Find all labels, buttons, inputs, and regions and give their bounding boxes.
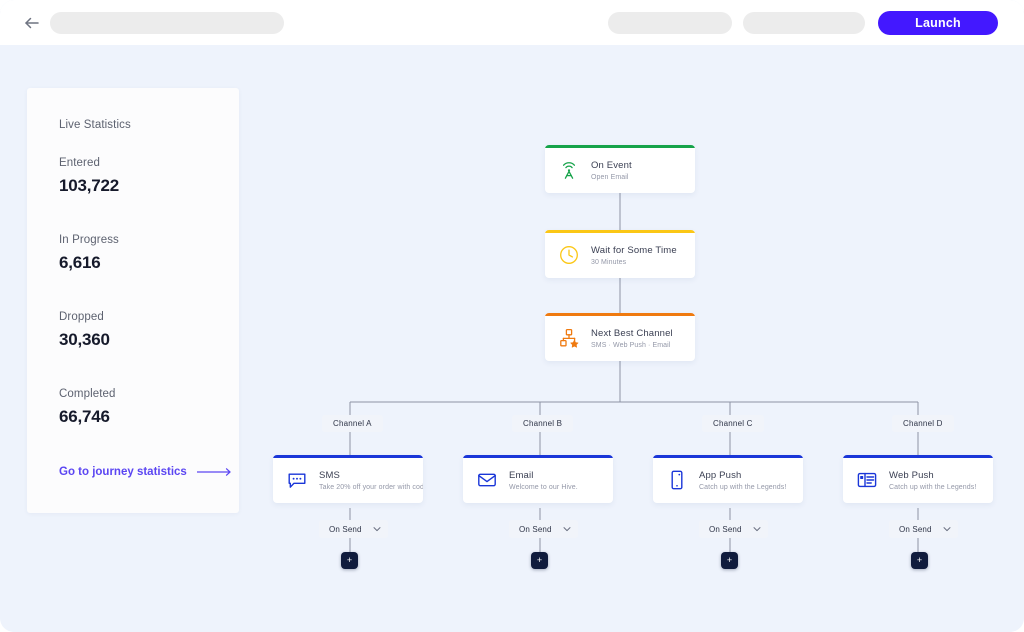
- arrow-right-long-icon: [196, 467, 233, 477]
- chat-bubble-icon: [286, 469, 308, 491]
- add-step-button-b[interactable]: +: [531, 552, 548, 569]
- stat-completed: Completed 66,746: [59, 388, 116, 427]
- channel-label-a: Channel A: [322, 415, 383, 432]
- node-subtitle: SMS · Web Push · Email: [591, 341, 671, 349]
- on-send-dropdown-d[interactable]: On Send: [889, 520, 958, 538]
- stat-value: 6,616: [59, 253, 101, 272]
- on-send-label: On Send: [899, 524, 932, 534]
- channel-label-d: Channel D: [892, 415, 954, 432]
- stat-label: Completed: [59, 388, 116, 400]
- node-title: Next Best Channel: [591, 327, 673, 339]
- flow-node-email[interactable]: Email Welcome to our Hive.: [463, 455, 613, 503]
- stat-label: Dropped: [59, 311, 104, 323]
- stat-entered: Entered 103,722: [59, 157, 119, 196]
- flow-node-app-push[interactable]: App Push Catch up with the Legends!: [653, 455, 803, 503]
- node-accent-bar: [463, 455, 613, 458]
- panel-title: Live Statistics: [59, 119, 131, 131]
- stat-value: 103,722: [59, 176, 120, 195]
- on-send-dropdown-c[interactable]: On Send: [699, 520, 768, 538]
- channel-label-b: Channel B: [512, 415, 574, 432]
- node-subtitle: Welcome to our Hive.: [509, 483, 578, 491]
- flow-node-on-event[interactable]: On Event Open Email: [545, 145, 695, 193]
- on-send-label: On Send: [329, 524, 362, 534]
- stat-dropped: Dropped 30,360: [59, 311, 110, 350]
- node-title: Web Push: [889, 469, 934, 481]
- node-accent-bar: [273, 455, 423, 458]
- add-step-button-a[interactable]: +: [341, 552, 358, 569]
- node-accent-bar: [545, 313, 695, 316]
- journey-canvas[interactable]: Live Statistics Entered 103,722 In Progr…: [0, 45, 1024, 632]
- node-title: Email: [509, 469, 534, 481]
- launch-button[interactable]: Launch: [878, 11, 998, 35]
- journey-name-placeholder[interactable]: [50, 12, 284, 34]
- browser-window-icon: [856, 469, 878, 491]
- flow-node-sms[interactable]: SMS Take 20% off your order with code ..…: [273, 455, 423, 503]
- back-arrow-icon[interactable]: [22, 13, 42, 33]
- stat-label: Entered: [59, 157, 100, 169]
- go-to-journey-statistics-link[interactable]: Go to journey statistics: [59, 466, 233, 478]
- stat-value: 66,746: [59, 407, 110, 426]
- toolbar-placeholder-1[interactable]: [608, 12, 732, 34]
- branch-star-icon: [558, 327, 580, 349]
- chevron-down-icon: [943, 525, 951, 533]
- on-send-dropdown-a[interactable]: On Send: [319, 520, 388, 538]
- node-title: App Push: [699, 469, 742, 481]
- on-send-label: On Send: [519, 524, 552, 534]
- node-title: Wait for Some Time: [591, 244, 677, 256]
- on-send-label: On Send: [709, 524, 742, 534]
- node-accent-bar: [545, 230, 695, 233]
- live-statistics-panel: Live Statistics Entered 103,722 In Progr…: [27, 88, 239, 513]
- node-subtitle: Catch up with the Legends!: [699, 483, 787, 491]
- mobile-phone-icon: [666, 469, 688, 491]
- node-subtitle: Open Email: [591, 173, 629, 181]
- channel-label-c: Channel C: [702, 415, 764, 432]
- stat-label: In Progress: [59, 234, 119, 246]
- node-accent-bar: [545, 145, 695, 148]
- clock-icon: [558, 244, 580, 266]
- stat-value: 30,360: [59, 330, 110, 349]
- chevron-down-icon: [563, 525, 571, 533]
- flow-node-web-push[interactable]: Web Push Catch up with the Legends!: [843, 455, 993, 503]
- node-title: On Event: [591, 159, 632, 171]
- top-bar: Launch: [0, 0, 1024, 45]
- add-step-button-c[interactable]: +: [721, 552, 738, 569]
- on-send-dropdown-b[interactable]: On Send: [509, 520, 578, 538]
- node-accent-bar: [653, 455, 803, 458]
- add-step-button-d[interactable]: +: [911, 552, 928, 569]
- node-subtitle: 30 Minutes: [591, 258, 627, 266]
- node-accent-bar: [843, 455, 993, 458]
- chevron-down-icon: [753, 525, 761, 533]
- link-label: Go to journey statistics: [59, 466, 187, 478]
- flow-node-wait-for-some-time[interactable]: Wait for Some Time 30 Minutes: [545, 230, 695, 278]
- node-subtitle: Take 20% off your order with code ...: [319, 483, 423, 491]
- chevron-down-icon: [373, 525, 381, 533]
- stat-in-progress: In Progress 6,616: [59, 234, 119, 273]
- flow-node-next-best-channel[interactable]: Next Best Channel SMS · Web Push · Email: [545, 313, 695, 361]
- node-subtitle: Catch up with the Legends!: [889, 483, 977, 491]
- broadcast-antenna-icon: [558, 159, 580, 181]
- toolbar-placeholder-2[interactable]: [743, 12, 865, 34]
- node-title: SMS: [319, 469, 341, 481]
- envelope-icon: [476, 469, 498, 491]
